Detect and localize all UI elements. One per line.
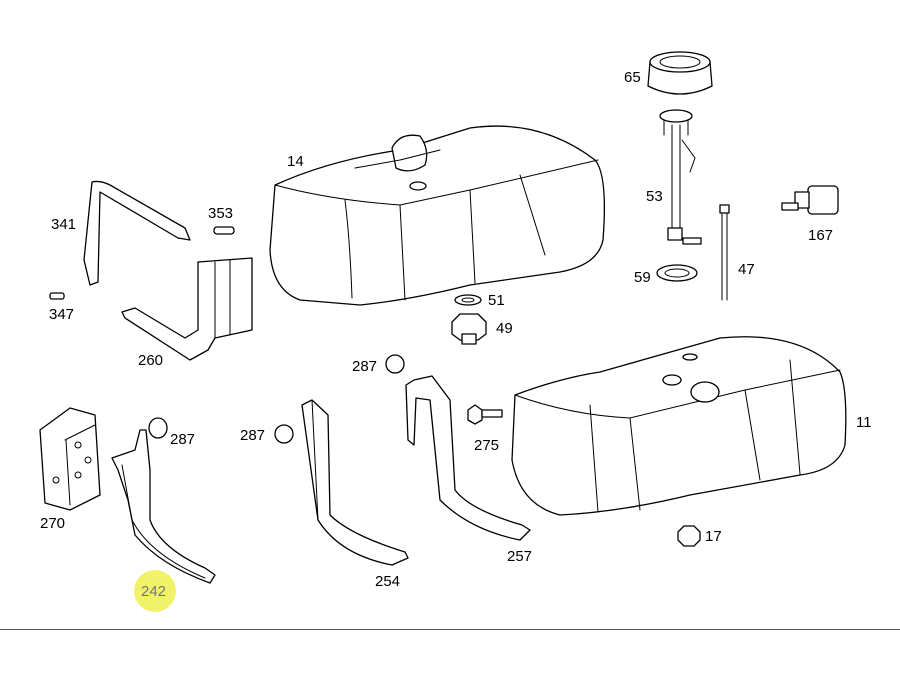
- bracket-270[interactable]: [39, 407, 101, 511]
- fuel-tank-11[interactable]: [511, 336, 847, 516]
- callout-242[interactable]: 242: [141, 583, 167, 600]
- nut-287-a[interactable]: [148, 417, 168, 439]
- pin-353[interactable]: [213, 226, 235, 235]
- plug-17[interactable]: [677, 525, 701, 547]
- callout-287-b[interactable]: 287: [240, 427, 266, 444]
- callout-347[interactable]: 347: [49, 306, 75, 323]
- callout-11[interactable]: 11: [856, 414, 872, 431]
- strap-341[interactable]: [83, 180, 191, 286]
- callout-49[interactable]: 49: [496, 320, 513, 337]
- bolt-275[interactable]: [467, 404, 503, 425]
- callout-260[interactable]: 260: [138, 352, 164, 369]
- divider-line: [0, 629, 900, 630]
- nut-287-b[interactable]: [274, 424, 294, 444]
- bracket-242[interactable]: [111, 429, 216, 584]
- pin-347[interactable]: [49, 292, 65, 300]
- nut-287-c[interactable]: [385, 354, 405, 374]
- callout-59[interactable]: 59: [634, 269, 651, 286]
- bracket-260[interactable]: [121, 257, 253, 361]
- callout-47[interactable]: 47: [738, 261, 755, 278]
- locking-ring-65[interactable]: [647, 51, 713, 95]
- callout-65[interactable]: 65: [624, 69, 641, 86]
- bracket-254[interactable]: [301, 399, 409, 566]
- callout-14[interactable]: 14: [287, 153, 304, 170]
- fuel-sender-53[interactable]: [659, 109, 702, 245]
- washer-51[interactable]: [454, 294, 482, 306]
- callout-287-a[interactable]: 287: [170, 431, 196, 448]
- callout-53[interactable]: 53: [646, 188, 663, 205]
- connector-167[interactable]: [781, 185, 839, 215]
- callout-257[interactable]: 257: [507, 548, 533, 565]
- callout-51[interactable]: 51: [488, 292, 505, 309]
- callout-254[interactable]: 254: [375, 573, 401, 590]
- callout-270[interactable]: 270: [40, 515, 66, 532]
- callout-167[interactable]: 167: [808, 227, 834, 244]
- drain-plug-49[interactable]: [451, 313, 487, 345]
- callout-275[interactable]: 275: [474, 437, 500, 454]
- bracket-257[interactable]: [405, 375, 531, 541]
- vent-tube-47[interactable]: [719, 204, 730, 301]
- seal-59[interactable]: [656, 264, 698, 282]
- callout-242-highlight: [134, 570, 176, 612]
- callout-17[interactable]: 17: [705, 528, 722, 545]
- callout-341[interactable]: 341: [51, 216, 77, 233]
- fuel-tank-14[interactable]: [269, 125, 606, 306]
- callout-287-c[interactable]: 287: [352, 358, 378, 375]
- callout-353[interactable]: 353: [208, 205, 234, 222]
